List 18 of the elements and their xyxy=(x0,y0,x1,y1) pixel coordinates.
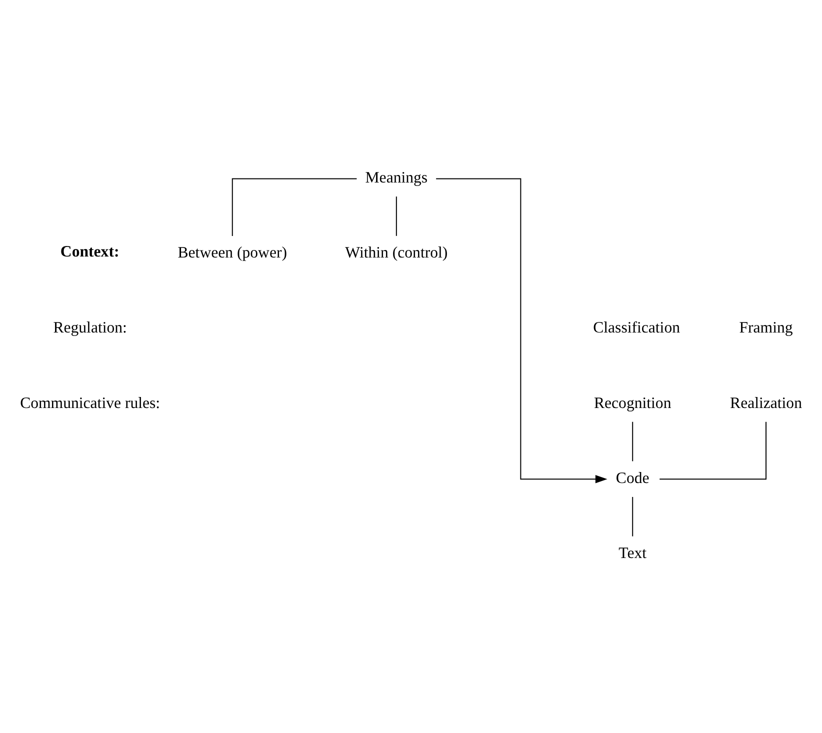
node-text: Code xyxy=(616,470,650,487)
node-text: Realization xyxy=(730,394,802,412)
connector xyxy=(396,196,397,236)
connector xyxy=(659,421,766,480)
node-text: Within (control) xyxy=(345,244,448,262)
label: Communicative rules: xyxy=(20,394,160,412)
node-text: Framing xyxy=(739,320,793,337)
connector xyxy=(632,421,634,462)
node-text: Between (power) xyxy=(178,244,287,262)
connector xyxy=(232,178,358,237)
label: Regulation: xyxy=(53,320,127,337)
node-text: Classification xyxy=(593,320,680,337)
node-text: Recognition xyxy=(594,394,672,412)
label: Context: xyxy=(60,244,120,261)
arrow xyxy=(436,178,608,484)
node-text: Meanings xyxy=(365,169,428,186)
node-text: Text xyxy=(618,545,647,562)
connector xyxy=(632,496,634,537)
